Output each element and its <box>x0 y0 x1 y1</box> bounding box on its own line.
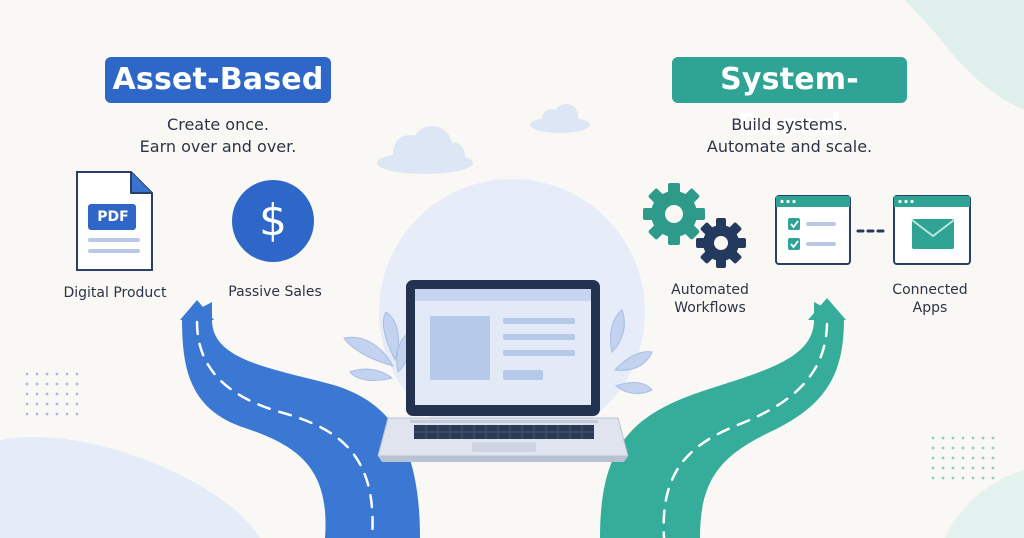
laptop-icon <box>377 280 629 462</box>
pdf-label: PDF <box>97 209 129 225</box>
automated-workflows-caption: Automated Workflows <box>655 281 765 317</box>
dollar-coin-icon <box>232 180 314 262</box>
top-right-blob <box>905 0 1024 110</box>
system-based-tagline: Build systems. Automate and scale. <box>672 114 907 158</box>
caption-line: Connected <box>892 282 968 298</box>
cloud-icon <box>377 104 590 174</box>
connected-apps-caption: Connected Apps <box>875 281 985 317</box>
caption-line: Automated <box>671 282 749 298</box>
dot-grid-left <box>25 372 79 416</box>
tagline-line: Automate and scale. <box>706 137 873 156</box>
tagline-line: Earn over and over. <box>139 137 297 156</box>
left-path-road <box>180 300 420 538</box>
dot-grid-right <box>931 436 995 480</box>
tagline-line: Create once. <box>167 115 269 134</box>
gears-icon <box>643 183 746 268</box>
right-path-road <box>600 298 846 538</box>
digital-product-caption: Digital Product <box>63 285 167 301</box>
dollar-sign: $ <box>259 195 287 246</box>
caption-line: Workflows <box>674 300 746 316</box>
system-based-badge: System-Based <box>672 57 907 143</box>
asset-based-badge: Asset-Based <box>105 57 331 103</box>
asset-based-tagline: Create once. Earn over and over. <box>105 114 331 158</box>
passive-sales-caption: Passive Sales <box>228 284 322 300</box>
bottom-right-blob <box>945 470 1024 538</box>
bottom-left-blob <box>0 436 260 538</box>
caption-line: Apps <box>912 300 948 316</box>
pdf-document-icon <box>76 171 153 271</box>
tagline-line: Build systems. <box>731 115 848 134</box>
connected-windows-icon <box>775 195 971 265</box>
leaf-icon-right <box>609 309 653 394</box>
